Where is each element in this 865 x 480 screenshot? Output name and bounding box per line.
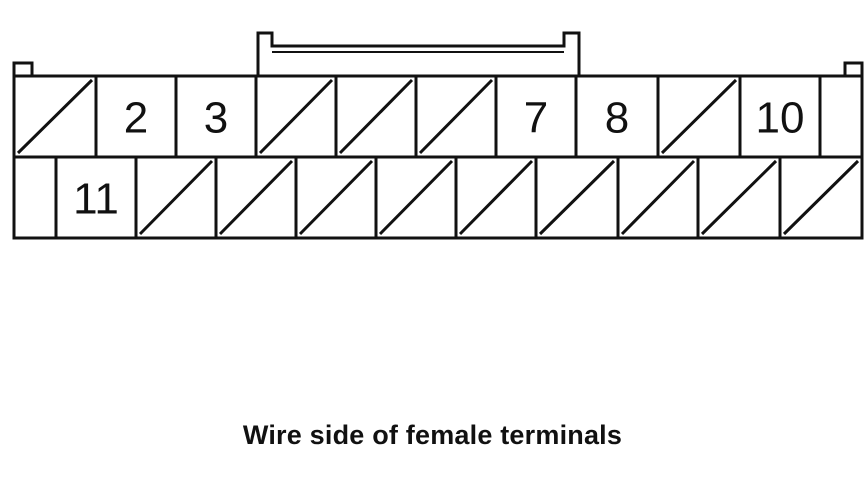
terminal-cell-r1-c5 [338,76,418,157]
blank-cavity-diagonal [660,78,738,155]
terminal-cells: 2 3 7 8 10 11 [16,76,860,238]
right-nub [843,61,864,76]
blank-cavity-diagonal [700,159,778,236]
blank-cavity-diagonal [378,159,454,236]
terminal-cell-r2-c3 [138,157,218,238]
blank-cavity-diagonal [298,159,374,236]
terminal-cell-r1-c10: 10 [756,76,822,157]
terminal-cell-r1-c9 [660,76,742,157]
terminal-number: 11 [73,175,119,224]
blank-cavity-diagonal [458,159,534,236]
terminal-cell-r1-c2: 2 [124,76,178,157]
terminal-cell-r2-c10 [700,157,782,238]
terminal-cell-r1-c3: 3 [204,76,258,157]
terminal-cell-r1-c1 [16,76,98,157]
terminal-cell-r2-c2: 11 [73,157,138,238]
blank-cavity-diagonal [258,78,334,155]
terminal-cell-r1-c6 [418,76,498,157]
terminal-number: 3 [204,94,228,143]
blank-cavity-diagonal [538,159,616,236]
blank-cavity-diagonal [418,78,494,155]
terminal-cell-r2-c4 [218,157,298,238]
terminal-number: 2 [124,94,148,143]
terminal-cell-r2-c7 [458,157,538,238]
terminal-cell-r2-c8 [538,157,620,238]
left-nub [12,61,34,76]
terminal-number: 8 [605,94,629,143]
blank-cavity-diagonal [782,159,860,236]
terminal-cell-r1-c4 [258,76,338,157]
terminal-cell-r2-c6 [378,157,458,238]
terminal-cell-r2-c9 [620,157,700,238]
locking-tab [256,31,581,76]
terminal-cell-r2-c5 [298,157,378,238]
connector-housing [12,31,864,240]
blank-cavity-diagonal [218,159,294,236]
terminal-cell-r1-c8: 8 [605,76,660,157]
diagram-caption: Wire side of female terminals [242,420,623,450]
blank-cavity-diagonal [16,78,94,155]
terminal-cell-r1-c7: 7 [524,76,578,157]
terminal-number: 10 [756,94,805,143]
blank-cavity-diagonal [338,78,414,155]
terminal-number: 7 [524,94,548,143]
terminal-cell-r2-c11 [782,159,860,236]
blank-cavity-diagonal [620,159,696,236]
blank-cavity-diagonal [138,159,214,236]
